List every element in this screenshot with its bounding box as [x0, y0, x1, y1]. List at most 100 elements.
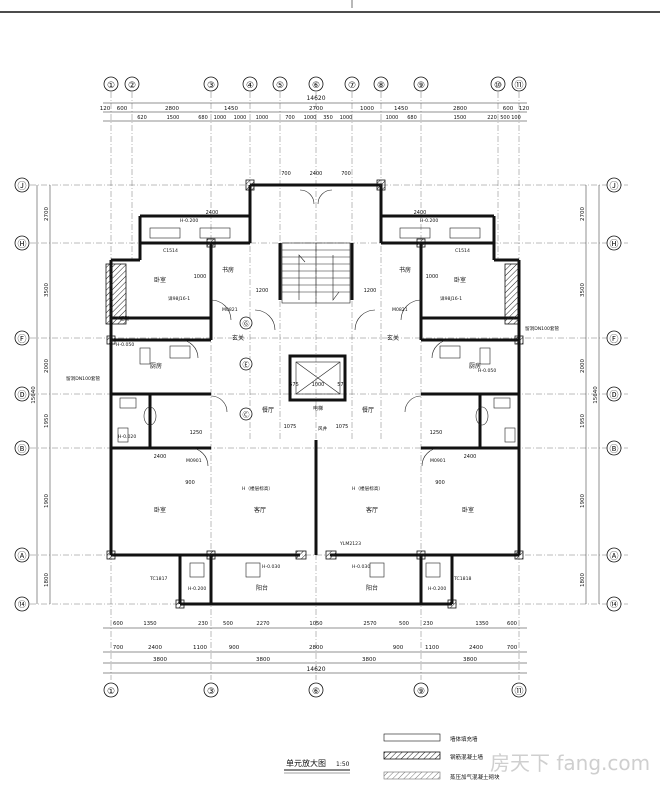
svg-text:①: ①: [107, 81, 115, 91]
svg-text:3800: 3800: [362, 657, 376, 663]
svg-text:H-0.200: H-0.200: [420, 218, 438, 224]
room-bedroom-nw: 卧室: [154, 276, 166, 284]
svg-text:3500: 3500: [44, 283, 50, 297]
svg-text:2700: 2700: [309, 106, 323, 112]
svg-text:1950: 1950: [44, 414, 50, 428]
elevator-shaft: [295, 361, 341, 395]
room-bedroom-sw: 卧室: [154, 506, 166, 514]
dim-left-row: 2700 3500 2000 1950 1900 1800: [44, 207, 50, 587]
axis-bubble: Ⓕ: [14, 330, 30, 346]
svg-text:H（楼层标高）: H（楼层标高）: [242, 485, 273, 492]
svg-text:1200: 1200: [256, 288, 269, 294]
room-kitchen-e: 厨房: [469, 362, 481, 370]
svg-text:1000: 1000: [256, 115, 269, 121]
svg-text:TC1817: TC1817: [149, 576, 168, 582]
svg-text:1000: 1000: [194, 274, 207, 280]
legend-label: 蒸压加气混凝土砌块: [450, 773, 500, 781]
axis-bubble: Ⓑ: [14, 440, 30, 456]
right-axis-bubbles: Ⓙ Ⓗ Ⓕ Ⓓ Ⓑ Ⓐ ⑭: [606, 177, 622, 612]
svg-text:H-0.050: H-0.050: [478, 368, 496, 374]
svg-text:600: 600: [113, 621, 123, 627]
svg-text:H（楼层标高）: H（楼层标高）: [352, 485, 383, 492]
svg-text:M0821: M0821: [222, 307, 238, 313]
dim-right-row: 2700 3500 2000 1950 1900 1800: [580, 207, 586, 587]
svg-text:Ⓐ: Ⓐ: [609, 551, 618, 562]
svg-text:680: 680: [198, 115, 208, 121]
svg-text:1450: 1450: [224, 106, 238, 112]
svg-text:120: 120: [100, 106, 111, 112]
svg-text:2400: 2400: [464, 454, 477, 460]
room-bedroom-se: 卧室: [462, 506, 474, 514]
door-swings: [179, 189, 451, 467]
svg-text:H-0.200: H-0.200: [428, 586, 446, 592]
svg-text:Ⓗ: Ⓗ: [17, 239, 26, 250]
svg-text:230: 230: [198, 621, 208, 627]
svg-text:C1514: C1514: [163, 248, 178, 254]
dim-top-row2: 620 1500 680 1000 1000 1000 700 1000 350…: [137, 115, 521, 121]
svg-text:⑨: ⑨: [417, 81, 425, 91]
svg-text:2270: 2270: [256, 621, 269, 627]
svg-text:Ⓑ: Ⓑ: [17, 444, 26, 455]
svg-text:Ⓓ: Ⓓ: [17, 390, 26, 401]
svg-text:900: 900: [185, 480, 195, 486]
svg-text:H-0.030: H-0.030: [262, 564, 280, 570]
svg-text:H-0.030: H-0.030: [352, 564, 370, 570]
svg-text:详98J16-1: 详98J16-1: [440, 295, 462, 302]
svg-text:H-0.200: H-0.200: [188, 586, 206, 592]
axis-bubble: Ⓓ: [14, 386, 30, 402]
svg-text:1350: 1350: [475, 621, 488, 627]
fixtures: [117, 227, 516, 578]
room-living-e: 客厅: [366, 506, 378, 514]
left-axis-bubbles: Ⓙ Ⓗ Ⓕ Ⓓ Ⓑ Ⓐ ⑭: [14, 177, 30, 612]
svg-text:2000: 2000: [44, 359, 50, 373]
svg-text:1950: 1950: [580, 414, 586, 428]
svg-text:⑧: ⑧: [377, 81, 385, 91]
side-dimensions: [36, 185, 600, 604]
svg-text:1000: 1000: [360, 106, 374, 112]
axis-bubble: Ⓐ: [14, 547, 30, 563]
svg-text:100: 100: [511, 115, 521, 121]
room-balcony-w: 阳台: [256, 584, 268, 592]
axis-bubble: ⑦: [344, 76, 360, 92]
room-foyer-e: 玄关: [387, 334, 399, 342]
svg-text:1075: 1075: [336, 424, 349, 430]
svg-text:⑪: ⑪: [514, 686, 523, 697]
svg-text:1000: 1000: [234, 115, 247, 121]
svg-text:1050: 1050: [309, 621, 322, 627]
annotations: M0821 M0821 M0901 M0901 C1514 C1514 TC18…: [66, 218, 560, 592]
axis-bubble: ⑪: [511, 682, 527, 698]
top-dimensions: [103, 102, 527, 122]
svg-text:留洞DN100套管: 留洞DN100套管: [525, 325, 560, 332]
dim-bottom-total: 14620: [306, 666, 325, 673]
room-dining-e: 餐厅: [362, 406, 374, 414]
svg-text:1500: 1500: [454, 115, 467, 121]
svg-text:350: 350: [323, 115, 333, 121]
svg-text:⑥: ⑥: [312, 687, 320, 697]
legend-swatch: [383, 751, 441, 760]
svg-text:2570: 2570: [363, 621, 376, 627]
svg-text:①: ①: [107, 687, 115, 697]
svg-text:③: ③: [207, 81, 215, 91]
svg-text:Ⓑ: Ⓑ: [609, 444, 618, 455]
axis-bubble: Ⓙ: [606, 177, 622, 193]
axis-bubble: ⑭: [14, 596, 30, 612]
caption-scale: 1:50: [336, 761, 350, 768]
axis-bubble: ⑤: [272, 76, 288, 92]
svg-text:700: 700: [507, 645, 518, 651]
svg-text:2800: 2800: [165, 106, 179, 112]
svg-text:1350: 1350: [143, 621, 156, 627]
svg-text:⑭: ⑭: [610, 600, 618, 609]
dim-right-total: 15640: [593, 386, 599, 404]
dim-left-total: 15640: [31, 386, 37, 404]
svg-text:900: 900: [435, 480, 445, 486]
svg-text:⑪: ⑪: [514, 80, 523, 91]
axis-bubble: ①: [103, 682, 119, 698]
svg-text:500: 500: [223, 621, 233, 627]
svg-text:2400: 2400: [154, 454, 167, 460]
axis-bubble: ⑪: [511, 76, 527, 92]
axis-bubble: ①: [103, 76, 119, 92]
dim-bottom-row3: 600 1350 230 500 2270 1050 2570 500 230 …: [113, 621, 517, 627]
axis-bubble: ⑥: [308, 76, 324, 92]
svg-text:220: 220: [487, 115, 497, 121]
